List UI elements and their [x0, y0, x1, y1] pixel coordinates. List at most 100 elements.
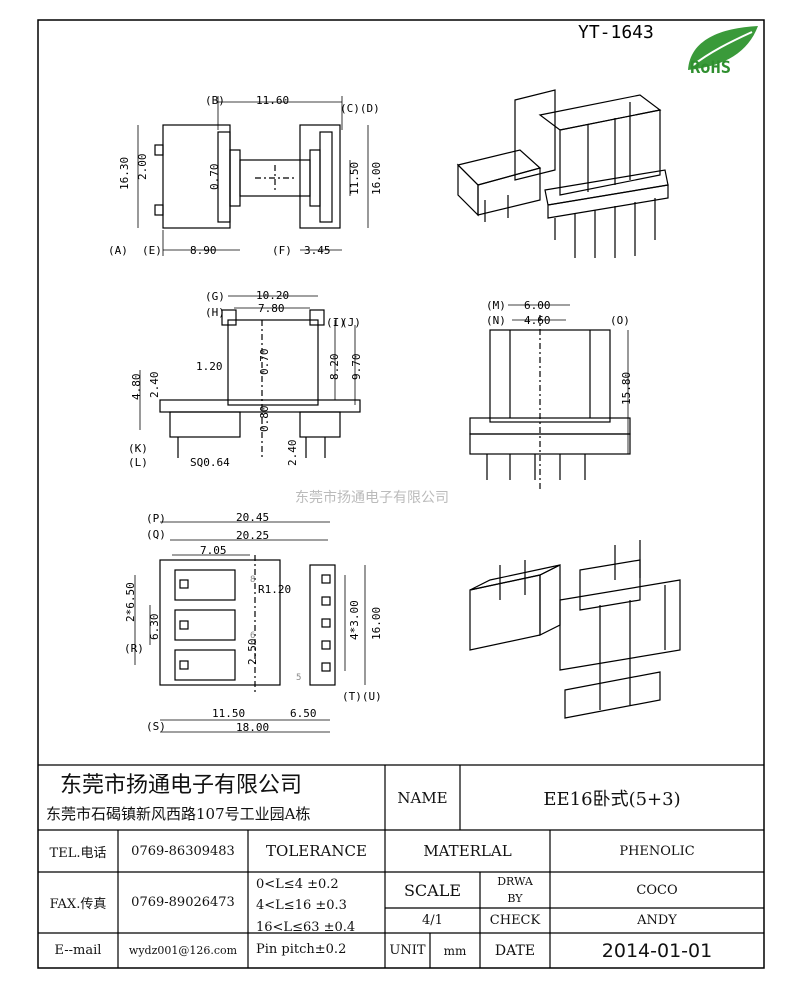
svg-text:6.00: 6.00	[524, 299, 551, 312]
svg-text:16.30: 16.30	[118, 157, 131, 190]
svg-text:20.25: 20.25	[236, 529, 269, 542]
svg-text:11.60: 11.60	[256, 94, 289, 107]
svg-text:2*6.50: 2*6.50	[124, 582, 137, 622]
rohs-logo: RoHS	[688, 26, 758, 78]
svg-text:(I): (I)	[326, 316, 346, 329]
svg-text:R1.20: R1.20	[258, 583, 291, 596]
svg-text:8.90: 8.90	[190, 244, 217, 257]
material-value: PHENOLIC	[619, 843, 695, 859]
svg-text:4*3.00: 4*3.00	[348, 600, 361, 640]
svg-text:(T)(U): (T)(U)	[342, 690, 382, 703]
svg-text:2.40: 2.40	[148, 372, 161, 399]
svg-text:(F): (F)	[272, 244, 292, 257]
svg-text:0.70: 0.70	[258, 349, 271, 376]
scale-value: 4/1	[422, 913, 443, 928]
tolerance-row-4: Pin pitch±0.2	[256, 942, 347, 957]
svg-text:11.50: 11.50	[212, 707, 245, 720]
side-view	[469, 304, 631, 490]
svg-text:11.50: 11.50	[348, 162, 361, 195]
material-label: MATERLAL	[423, 842, 512, 860]
date-value: 2014-01-01	[601, 939, 713, 962]
svg-text:(O): (O)	[610, 314, 630, 327]
tel-label: TEL.电话	[49, 845, 107, 861]
front-view	[139, 295, 361, 460]
unit-label: UNIT	[389, 943, 426, 958]
svg-text:7.05: 7.05	[200, 544, 227, 557]
svg-text:6: 6	[250, 631, 255, 641]
svg-text:(A): (A)	[108, 244, 128, 257]
svg-text:(Q): (Q)	[146, 528, 166, 541]
sheet-border	[37, 19, 765, 969]
svg-text:(C)(D): (C)(D)	[340, 102, 380, 115]
svg-text:5: 5	[296, 673, 301, 683]
watermark: 东莞市扬通电子有限公司	[295, 489, 449, 506]
drawn-label-2: BY	[507, 891, 523, 905]
fax-value: 0769-89026473	[131, 895, 235, 910]
email-value: wydz001@126.com	[128, 944, 238, 957]
tolerance-row-3: 16<L≤63 ±0.4	[256, 920, 356, 935]
svg-text:2.00: 2.00	[136, 154, 149, 181]
tolerance-row-2: 4<L≤16 ±0.3	[256, 898, 347, 913]
svg-text:(K): (K)	[128, 442, 148, 455]
check-label: CHECK	[489, 913, 541, 928]
company-name: 东莞市扬通电子有限公司	[60, 773, 303, 798]
svg-text:(G): (G)	[205, 290, 225, 303]
front-view-dims: (G) 10.20 (H) 7.80 (I) (J) 1.20 0.70 8.2…	[128, 289, 363, 469]
svg-text:SQ0.64: SQ0.64	[190, 456, 230, 469]
svg-text:(B): (B)	[205, 94, 225, 107]
check-value: ANDY	[637, 913, 677, 928]
svg-text:16.00: 16.00	[370, 162, 383, 195]
svg-text:10.20: 10.20	[256, 289, 289, 302]
tolerance-row-1: 0<L≤4 ±0.2	[256, 877, 339, 892]
name-label: NAME	[397, 788, 448, 807]
svg-text:8: 8	[250, 575, 255, 585]
scale-label: SCALE	[403, 880, 462, 900]
svg-text:2.50: 2.50	[246, 639, 259, 666]
svg-text:(L): (L)	[128, 456, 148, 469]
drawn-value: COCO	[636, 882, 678, 898]
svg-text:(M): (M)	[486, 299, 506, 312]
title-block-grid	[38, 764, 764, 968]
svg-text:20.45: 20.45	[236, 511, 269, 524]
drawn-label-1: DRWA	[497, 874, 533, 888]
svg-text:(R): (R)	[124, 642, 144, 655]
isometric-view-bottom	[469, 540, 681, 719]
svg-text:15.80: 15.80	[620, 372, 633, 405]
rohs-text: RoHS	[690, 58, 731, 78]
svg-text:0.70: 0.70	[208, 164, 221, 191]
svg-text:(S): (S)	[146, 720, 166, 733]
svg-text:16.00: 16.00	[370, 607, 383, 640]
svg-text:18.00: 18.00	[236, 721, 269, 734]
svg-text:2.40: 2.40	[286, 440, 299, 467]
isometric-view-top	[456, 89, 669, 258]
svg-text:9.70: 9.70	[350, 354, 363, 381]
svg-text:6.50: 6.50	[290, 707, 317, 720]
top-view	[137, 96, 369, 256]
bottom-view-dims: (P) 20.45 (Q) 20.25 7.05 R1.20 2*6.50 6.…	[124, 511, 383, 734]
svg-text:(H): (H)	[205, 306, 225, 319]
tolerance-label: TOLERANCE	[266, 842, 367, 860]
svg-text:3.45: 3.45	[304, 244, 331, 257]
name-value: EE16卧式(5+3)	[543, 788, 681, 810]
svg-text:4.80: 4.80	[130, 374, 143, 401]
svg-text:(E): (E)	[142, 244, 162, 257]
side-view-dims: (M) 6.00 (N) 4.60 (O) 15.80	[486, 299, 633, 405]
svg-text:1.20: 1.20	[196, 360, 223, 373]
svg-text:4.60: 4.60	[524, 314, 551, 327]
svg-text:(N): (N)	[486, 314, 506, 327]
svg-text:7.80: 7.80	[258, 302, 285, 315]
company-address: 东莞市石碣镇新风西路107号工业园A栋	[46, 805, 311, 823]
tel-value: 0769-86309483	[131, 843, 235, 859]
date-label: DATE	[494, 942, 536, 959]
unit-value: mm	[443, 943, 467, 958]
part-number: YT-1643	[578, 22, 654, 43]
bottom-view	[134, 521, 366, 733]
top-view-dims: (B) 11.60 (C)(D) 16.30 2.00 0.70 11.50 1…	[108, 94, 383, 257]
svg-text:(J): (J)	[341, 316, 361, 329]
svg-text:0.80: 0.80	[258, 406, 271, 433]
email-label: E--mail	[54, 943, 102, 958]
svg-text:(P): (P)	[146, 512, 166, 525]
fax-label: FAX.传真	[49, 897, 107, 912]
